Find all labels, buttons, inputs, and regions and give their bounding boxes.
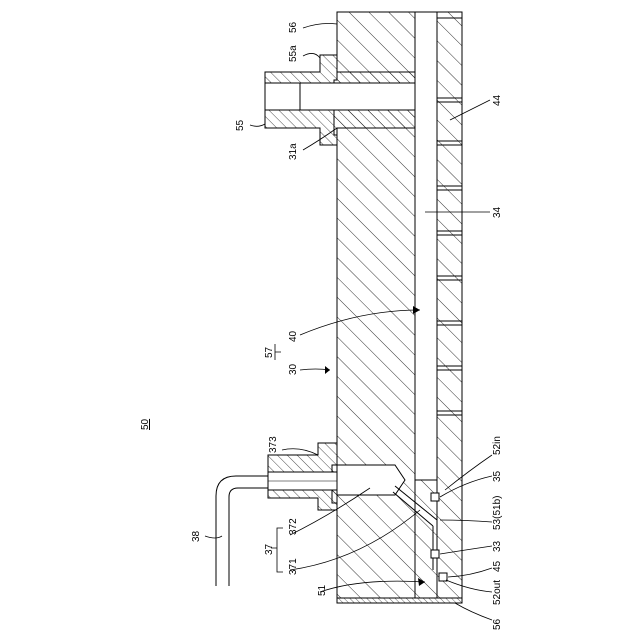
label-55: 55 [235,119,246,131]
label-52in: 52in [492,436,503,455]
channel-34 [415,12,437,480]
label-56-top: 56 [288,21,299,33]
inlet-passage [300,83,415,110]
label-31a: 31a [288,143,299,160]
seal-45 [439,573,447,581]
label-40: 40 [288,330,299,342]
valve-bore-372 [337,465,405,495]
bottom-plate-56 [337,598,462,603]
brace-57 [275,344,281,360]
label-51: 51 [317,584,328,596]
hose-38-outer [229,488,268,586]
label-37: 37 [264,543,275,555]
label-372: 372 [288,518,299,535]
label-57: 57 [264,346,275,358]
label-55a: 55a [288,45,299,62]
seal-35 [431,493,439,501]
label-52out: 52out [492,580,503,605]
label-53-51b: 53(51b) [492,496,503,530]
label-33: 33 [492,540,503,552]
label-50: 50 [140,418,151,430]
label-371: 371 [288,558,299,575]
label-45: 45 [492,560,503,572]
hose-38 [216,476,268,586]
inlet-bore [265,83,300,110]
label-373: 373 [268,436,279,453]
seal-33 [431,550,439,558]
label-30: 30 [288,363,299,375]
label-38: 38 [191,530,202,542]
label-34: 34 [492,206,503,218]
plate-56 [437,12,462,598]
arrow-30 [325,366,330,374]
label-44: 44 [492,94,503,106]
label-35: 35 [492,470,503,482]
label-56-bottom: 56 [492,618,503,630]
